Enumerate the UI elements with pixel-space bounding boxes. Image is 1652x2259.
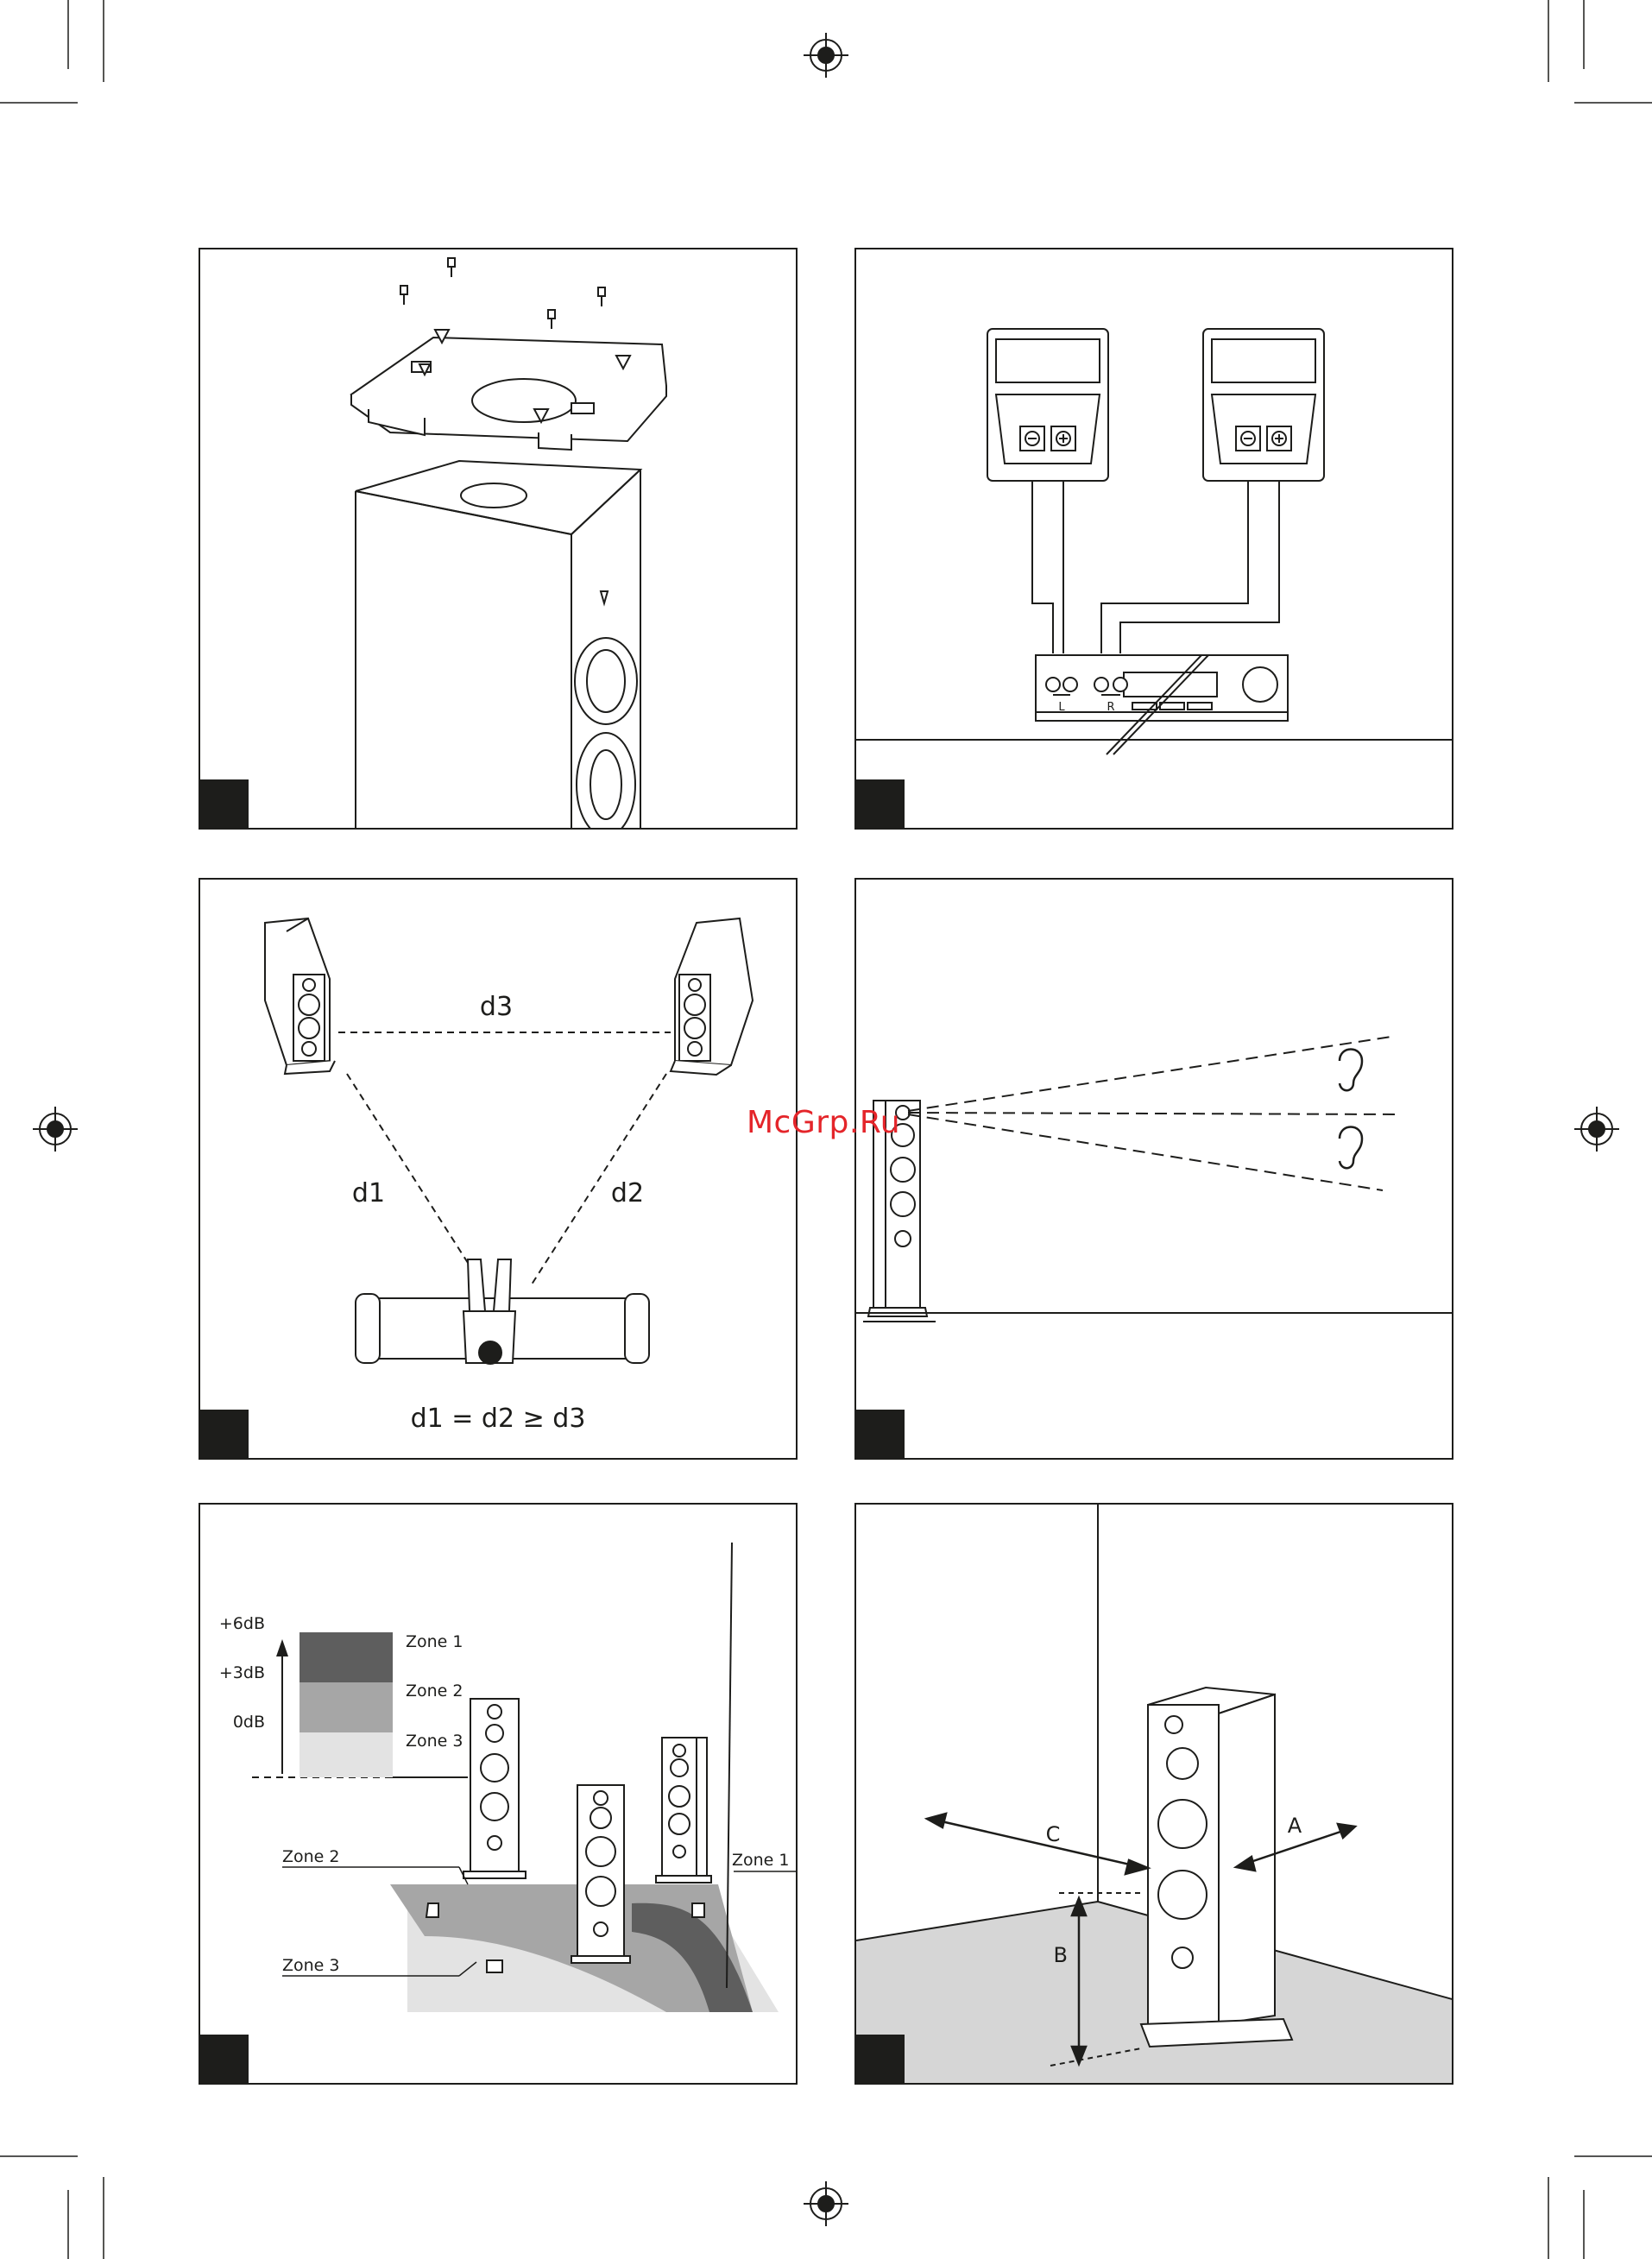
panel-number-badge xyxy=(200,2035,249,2083)
legend-swatch-zone-1 xyxy=(300,1632,393,1682)
speaker-cables xyxy=(1032,481,1279,653)
floor-label-zone-1: Zone 1 xyxy=(732,1851,790,1870)
corner-distances-illustration: C A B xyxy=(856,1505,1453,2085)
screw-icon xyxy=(448,258,455,277)
panel-number-badge xyxy=(200,779,249,828)
speaker-terminal-left xyxy=(987,329,1108,481)
panel-number-badge xyxy=(856,1410,905,1458)
tweeter-height-illustration xyxy=(856,880,1453,1460)
thumb-neutral-icon xyxy=(426,1903,438,1917)
speaker-cabinet xyxy=(356,461,640,830)
legend-label-zone-1: Zone 1 xyxy=(406,1632,463,1651)
distance-label-b: B xyxy=(1054,1943,1068,1967)
speaker-in-zone-1 xyxy=(656,1738,711,1883)
ear-icon xyxy=(1340,1127,1362,1169)
screw-icon xyxy=(548,310,555,329)
arrow-up-icon xyxy=(276,1639,288,1656)
panel-base-assembly xyxy=(199,248,798,830)
level-label: +3dB xyxy=(219,1663,265,1682)
legend-swatch-zone-2 xyxy=(300,1682,393,1732)
level-label: 0dB xyxy=(233,1713,265,1732)
speaker-in-zone-2 xyxy=(463,1699,526,1878)
watermark: McGrp.Ru xyxy=(747,1105,900,1140)
panel-number-badge xyxy=(856,2035,905,2083)
channel-label-right: R xyxy=(1107,701,1114,714)
amplifier xyxy=(1036,655,1288,721)
sofa-with-listener xyxy=(356,1259,649,1364)
thumb-down-icon xyxy=(692,1903,704,1917)
screw-icon xyxy=(400,286,407,305)
channel-label-left: L xyxy=(1058,701,1065,714)
speaker-front-right xyxy=(671,918,753,1075)
thumb-up-icon xyxy=(487,1960,502,1972)
sound-dispersion-lines xyxy=(908,1037,1400,1190)
distance-label-c: C xyxy=(1046,1822,1061,1846)
arrow-c-right-icon xyxy=(1126,1860,1148,1874)
level-label: +6dB xyxy=(219,1614,265,1633)
floor-label-zone-2: Zone 2 xyxy=(282,1847,340,1866)
panel-listening-triangle: d3 d1 d2 d1 = d2 ≥ d3 xyxy=(199,878,798,1460)
panel-number-badge xyxy=(856,779,905,828)
screw-icon xyxy=(598,287,605,306)
base-assembly-illustration xyxy=(200,249,798,830)
panel-bass-zones: +6dB +3dB 0dB Zone 1 Zone 2 Zone 3 Zone … xyxy=(199,1503,798,2085)
distance-label-d3: d3 xyxy=(480,992,513,1022)
panel-corner-distances: C A B xyxy=(854,1503,1453,2085)
speaker-perspective xyxy=(1141,1688,1292,2047)
arrow-a-right-icon xyxy=(1338,1824,1355,1838)
speaker-front-left xyxy=(265,918,335,1074)
registration-mark-right xyxy=(1574,1107,1619,1152)
registration-mark-left xyxy=(33,1107,78,1152)
legend-label-zone-3: Zone 3 xyxy=(406,1732,463,1751)
floor-label-zone-3: Zone 3 xyxy=(282,1956,340,1975)
distance-formula: d1 = d2 ≥ d3 xyxy=(411,1404,586,1434)
panel-number-badge xyxy=(200,1410,249,1458)
registration-mark-top xyxy=(804,33,848,78)
distance-label-a: A xyxy=(1288,1814,1302,1838)
base-plate xyxy=(351,330,666,450)
ear-icon xyxy=(1340,1050,1362,1091)
speaker-terminal-right xyxy=(1203,329,1324,481)
legend-label-zone-2: Zone 2 xyxy=(406,1682,463,1701)
wiring-illustration: L R xyxy=(856,249,1453,830)
speaker-in-zone-3 xyxy=(571,1785,630,1963)
distance-label-d2: d2 xyxy=(611,1178,644,1208)
arrow-c-left-icon xyxy=(927,1814,946,1827)
registration-mark-bottom xyxy=(804,2181,848,2226)
bass-zones-illustration: +6dB +3dB 0dB Zone 1 Zone 2 Zone 3 Zone … xyxy=(200,1505,798,2085)
distance-lines xyxy=(338,1032,671,1287)
panel-wiring: L R xyxy=(854,248,1453,830)
panel-tweeter-height xyxy=(854,878,1453,1460)
distance-label-d1: d1 xyxy=(352,1178,385,1208)
listening-triangle-illustration: d3 d1 d2 d1 = d2 ≥ d3 xyxy=(200,880,798,1460)
legend-swatch-zone-3 xyxy=(300,1732,393,1777)
